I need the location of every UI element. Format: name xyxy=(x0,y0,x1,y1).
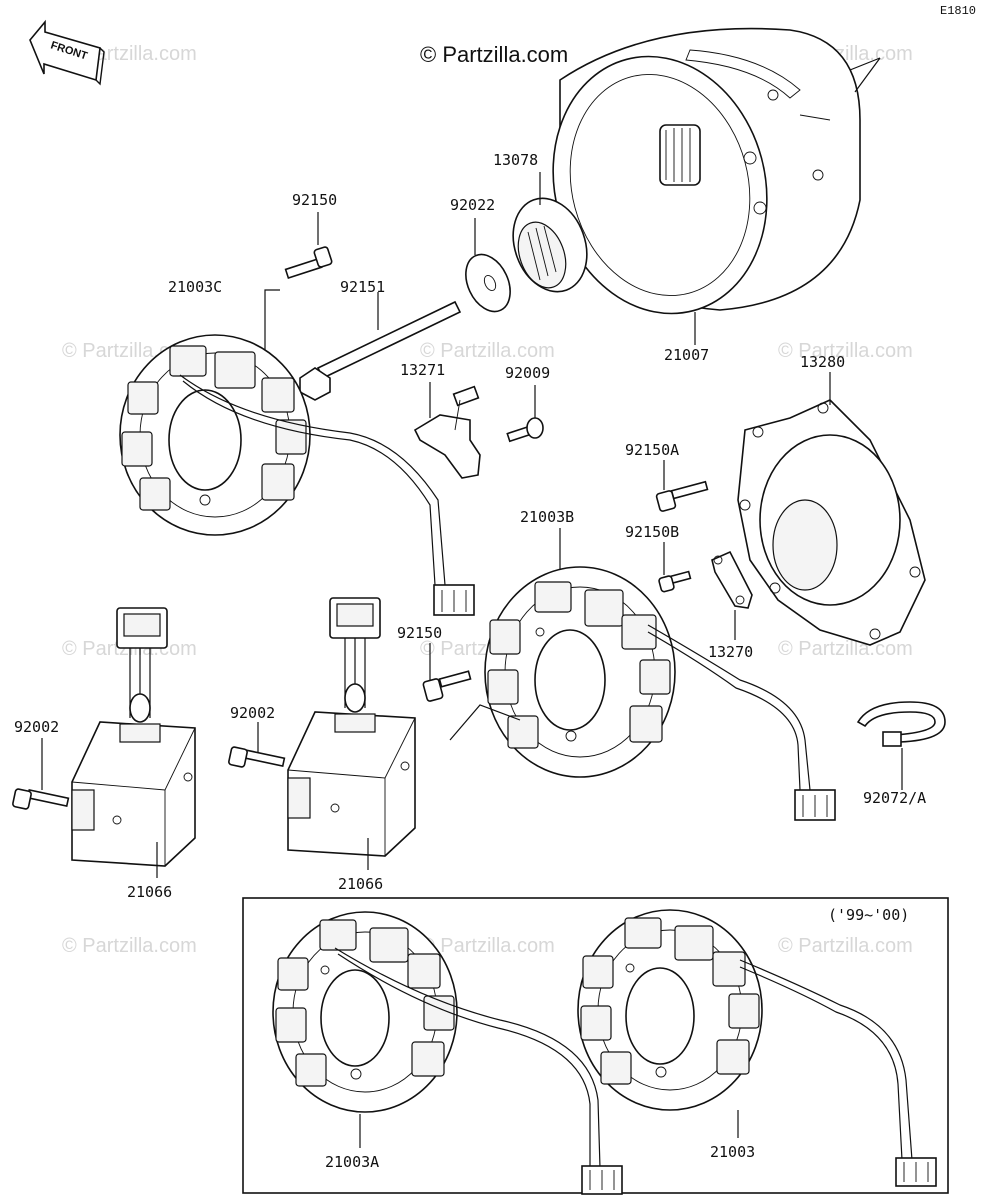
diagram-code: E1810 xyxy=(940,4,976,18)
gear-13078 xyxy=(512,197,588,293)
bolt-92150-top xyxy=(284,246,333,280)
part-label-92002-left[interactable]: 92002 xyxy=(14,718,59,736)
front-arrow-icon: FRONT xyxy=(29,19,105,86)
screw-92009 xyxy=(506,417,544,443)
watermark: © Partzilla.com xyxy=(420,340,555,362)
watermark: © Partzilla.com xyxy=(778,638,913,660)
regulator-21066-mid xyxy=(287,597,416,857)
rotor-spline-icon xyxy=(659,124,701,186)
plate-13270 xyxy=(711,550,753,609)
watermark: © Partzilla.com xyxy=(778,340,913,362)
part-label-92150-mid[interactable]: 92150 xyxy=(397,624,442,642)
part-label-21066-left[interactable]: 21066 xyxy=(127,883,172,901)
part-label-92150a[interactable]: 92150A xyxy=(625,441,679,459)
stator-21003 xyxy=(577,909,937,1187)
bolt-92150a xyxy=(655,480,709,512)
regulator-21066-left xyxy=(71,607,196,867)
bolt-92002-mid xyxy=(228,746,286,768)
part-label-21066-mid[interactable]: 21066 xyxy=(338,875,383,893)
part-label-13280[interactable]: 13280 xyxy=(800,353,845,371)
part-label-92072a[interactable]: 92072/A xyxy=(863,789,926,807)
part-label-13270[interactable]: 13270 xyxy=(708,643,753,661)
watermark: © Partzilla.com xyxy=(420,935,555,957)
watermark: © Partzilla.com xyxy=(778,935,913,957)
stator-21003a xyxy=(272,911,623,1195)
part-label-21003a[interactable]: 21003A xyxy=(325,1153,379,1171)
part-label-92002-mid[interactable]: 92002 xyxy=(230,704,275,722)
bracket-13271 xyxy=(413,385,481,479)
bolt-92150b xyxy=(658,570,692,593)
part-label-13271[interactable]: 13271 xyxy=(400,361,445,379)
part-label-21007[interactable]: 21007 xyxy=(664,346,709,364)
part-label-92151[interactable]: 92151 xyxy=(340,278,385,296)
part-label-21003b[interactable]: 21003B xyxy=(520,508,574,526)
stator-21003c xyxy=(119,334,475,616)
part-label-21003c[interactable]: 21003C xyxy=(168,278,222,296)
inset-year-label: ('99~'00) xyxy=(828,906,909,924)
rotor-21007 xyxy=(552,27,861,315)
bolt-92150-mid xyxy=(422,670,472,702)
bolt-92002-left xyxy=(12,788,70,810)
watermark: © Partzilla.com xyxy=(62,935,197,957)
washer-92022 xyxy=(465,253,511,313)
part-label-92022[interactable]: 92022 xyxy=(450,196,495,214)
part-label-92009[interactable]: 92009 xyxy=(505,364,550,382)
stator-21003b xyxy=(484,566,836,821)
part-label-13078[interactable]: 13078 xyxy=(493,151,538,169)
part-label-92150b[interactable]: 92150B xyxy=(625,523,679,541)
bolt-92151 xyxy=(299,300,462,401)
part-label-92150-top[interactable]: 92150 xyxy=(292,191,337,209)
part-label-21003[interactable]: 21003 xyxy=(710,1143,755,1161)
copyright-text: © Partzilla.com xyxy=(420,42,568,67)
housing-13280 xyxy=(737,399,926,646)
stator-pole-icon xyxy=(121,345,307,511)
cable-tie-92072a xyxy=(856,701,946,747)
